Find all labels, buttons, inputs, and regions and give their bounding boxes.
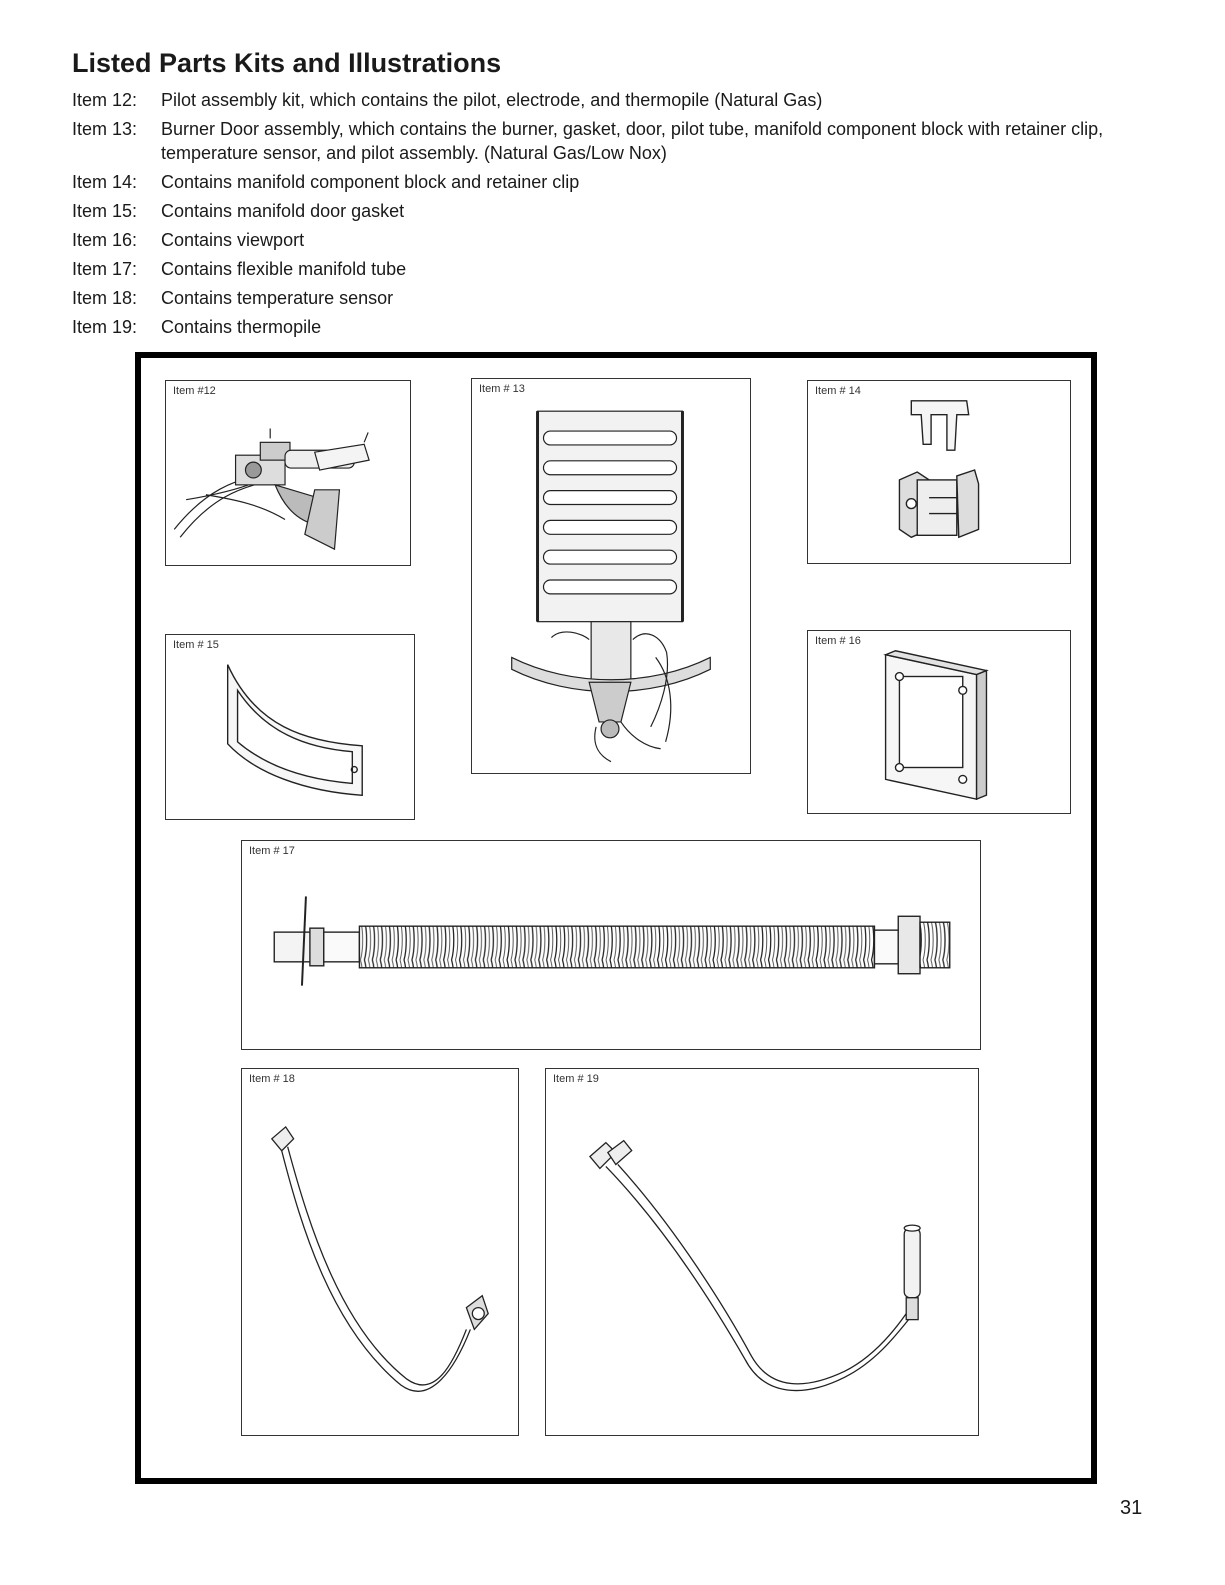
panel-label: Item # 13 (479, 383, 525, 395)
list-item: Item 15: Contains manifold door gasket (72, 199, 1152, 223)
item-description: Contains manifold component block and re… (161, 172, 580, 192)
list-item: Item 14: Contains manifold component blo… (72, 170, 1152, 194)
viewport-drawing (883, 650, 989, 801)
illustrations-frame: Item #12 (135, 352, 1097, 1484)
list-item: Item 19: Contains thermopile (72, 315, 1152, 339)
panel-label: Item # 16 (815, 635, 861, 647)
item-list: Item 12: Pilot assembly kit, which conta… (72, 88, 1152, 344)
list-item: Item 18: Contains temperature sensor (72, 286, 1152, 310)
panel-item-14: Item # 14 (807, 380, 1071, 564)
panel-item-19: Item # 19 (545, 1068, 979, 1436)
item-label: Item 13: (72, 119, 138, 139)
item-description: Contains viewport (161, 230, 305, 250)
item-label: Item 15: (72, 201, 138, 221)
panel-item-18: Item # 18 (241, 1068, 519, 1436)
list-item: Item 17: Contains flexible manifold tube (72, 257, 1152, 281)
burner-door-drawing (511, 410, 711, 763)
item-description: Burner Door assembly, which contains the… (161, 119, 1104, 163)
panel-label: Item # 15 (173, 639, 219, 651)
panel-item-16: Item # 16 (807, 630, 1071, 814)
item-label: Item 18: (72, 288, 138, 308)
page-number: 31 (1120, 1497, 1143, 1519)
item-description: Pilot assembly kit, which contains the p… (161, 90, 823, 110)
item-description: Contains thermopile (161, 317, 322, 337)
panel-item-17: Item # 17 (241, 840, 981, 1050)
item-label: Item 14: (72, 172, 138, 192)
item-label: Item 17: (72, 259, 138, 279)
thermopile-drawing (589, 1139, 921, 1392)
item-label: Item 16: (72, 230, 138, 250)
panel-label: Item # 18 (249, 1073, 295, 1085)
flexible-tube-drawing (273, 896, 951, 986)
temperature-sensor-drawing (270, 1125, 489, 1392)
panel-label: Item #12 (173, 385, 216, 397)
list-item: Item 13: Burner Door assembly, which con… (72, 117, 1152, 165)
page-title: Listed Parts Kits and Illustrations (72, 48, 502, 78)
item-description: Contains manifold door gasket (161, 201, 405, 221)
panel-item-12: Item #12 (165, 380, 411, 566)
panel-label: Item # 19 (553, 1073, 599, 1085)
item-description: Contains temperature sensor (161, 288, 394, 308)
list-item: Item 16: Contains viewport (72, 228, 1152, 252)
panel-label: Item # 14 (815, 385, 861, 397)
item-label: Item 12: (72, 90, 138, 110)
item-description: Contains flexible manifold tube (161, 259, 407, 279)
manifold-block-clip-drawing (898, 400, 980, 539)
panel-item-15: Item # 15 (165, 634, 415, 820)
pilot-assembly-drawing (173, 428, 370, 551)
list-item: Item 12: Pilot assembly kit, which conta… (72, 88, 1152, 112)
item-label: Item 19: (72, 317, 138, 337)
panel-label: Item # 17 (249, 845, 295, 857)
door-gasket-drawing (226, 664, 363, 797)
panel-item-13: Item # 13 (471, 378, 751, 774)
